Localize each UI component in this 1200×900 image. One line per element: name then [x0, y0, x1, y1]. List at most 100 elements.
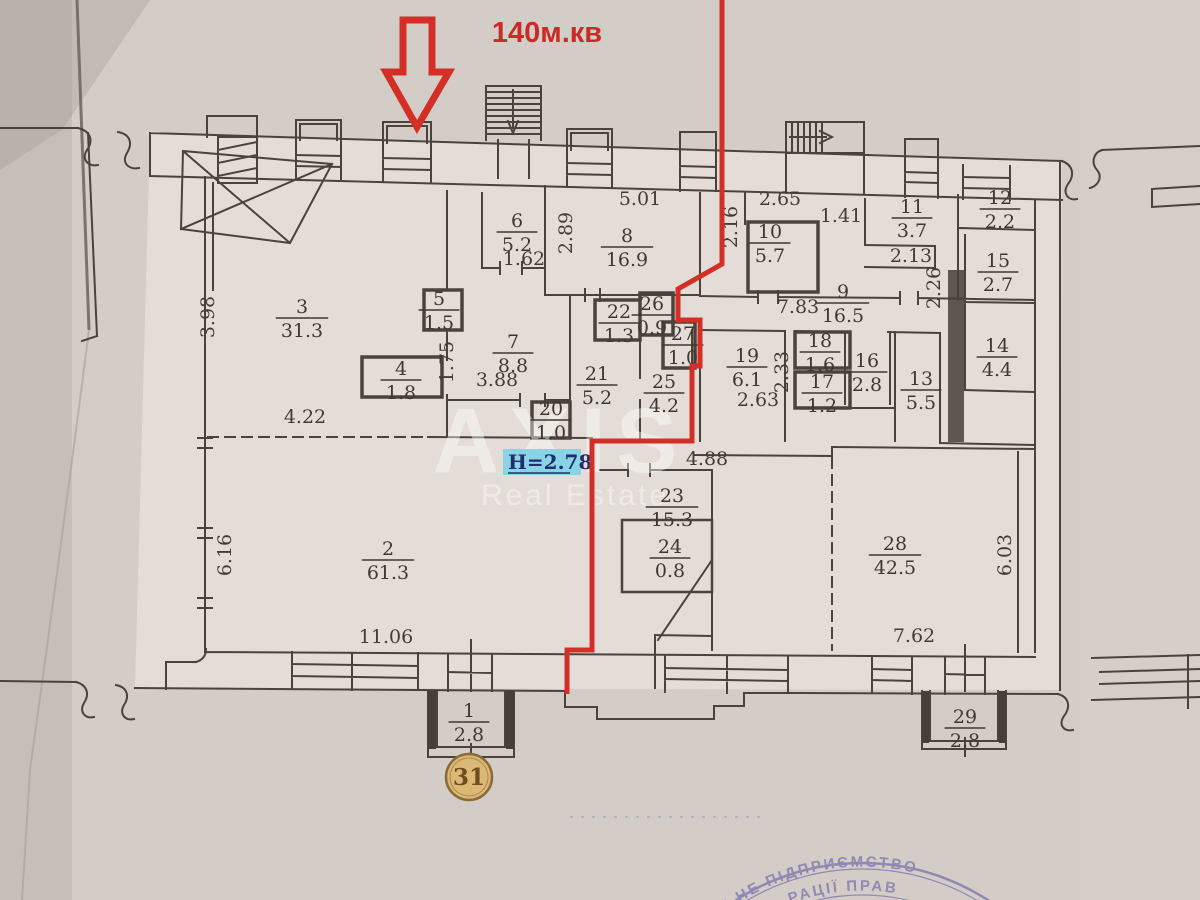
room-number: 27 [671, 323, 695, 345]
room-area: 1.6 [805, 354, 835, 376]
room-area: 42.5 [874, 557, 916, 579]
dimension-label: 1.62 [503, 248, 545, 270]
room-area: 1.8 [386, 382, 416, 404]
room-10-label: 105.7 [749, 221, 791, 267]
room-7-label: 78.8 [492, 331, 534, 377]
room-area: 0.9 [637, 317, 667, 339]
room-number: 9 [837, 281, 849, 303]
stamp-inner-textpath: РАЦІЇ ПРАВ [786, 877, 897, 900]
room-number: 3 [296, 296, 308, 318]
room-number: 17 [810, 371, 834, 393]
room-area: 61.3 [367, 562, 409, 584]
room-area: 6.1 [732, 369, 762, 391]
wall-fill [999, 691, 1006, 743]
height-note: H=2.78 [503, 449, 592, 475]
wall-fill [428, 691, 436, 749]
dimension-label: 4.22 [284, 406, 326, 428]
room-24-label: 240.8 [649, 536, 691, 582]
dimension-label: 2.63 [737, 389, 779, 411]
dimension-label: 2.16 [720, 206, 742, 248]
left-shadow [0, 0, 72, 900]
dimension-label: 6.16 [214, 534, 236, 576]
badge-inner-circle [449, 757, 489, 797]
unit-boundary-redline [564, 0, 725, 694]
room-20-label: 201.0 [530, 398, 572, 444]
room-19-label: 196.1 [726, 345, 768, 391]
dimension-label: 4.88 [686, 448, 728, 470]
room-area: 8.8 [498, 355, 528, 377]
red-annotations: 140м.кв [380, 0, 725, 694]
room-18-label: 181.6 [799, 330, 841, 376]
down-arrow-icon [380, 16, 456, 135]
room-number: 20 [539, 398, 563, 420]
room-number: 18 [808, 330, 832, 352]
height-note-text: H=2.78 [508, 450, 592, 474]
room-number: 13 [909, 368, 933, 390]
room-16-label: 162.8 [846, 350, 888, 396]
stairs-top-icon [485, 85, 542, 179]
dimension-label: 6.03 [994, 534, 1016, 576]
top-wall-windows [206, 115, 1012, 201]
stamp-inner-ring [815, 894, 909, 900]
page-edge-lower [21, 329, 90, 900]
room-number: 14 [985, 335, 1009, 357]
room-9-label: 916.5 [816, 281, 870, 327]
room-22-label: 221.3 [598, 301, 640, 347]
room-number: 16 [855, 350, 879, 372]
room-14-label: 144.4 [976, 335, 1018, 381]
room-25-label: 254.2 [643, 371, 685, 417]
room-number: 6 [511, 210, 523, 232]
room-area: 1.5 [424, 312, 454, 334]
room-21-label: 215.2 [576, 363, 618, 409]
dashed-partitions [207, 436, 833, 651]
room-number: 7 [507, 331, 519, 353]
dimension-label: 2.26 [923, 267, 945, 309]
dimension-label: 3.98 [197, 296, 219, 338]
stairs-right-icon [785, 121, 865, 194]
room-area: 5.2 [582, 387, 612, 409]
room-3-label: 331.3 [275, 296, 329, 342]
room-area: 15.3 [651, 509, 693, 531]
room-2-label: 261.3 [361, 538, 415, 584]
room-area: 1.2 [807, 395, 837, 417]
corner-entry-icon [179, 149, 334, 245]
dimension-label: 1.75 [436, 341, 458, 383]
room-area: 3.7 [897, 220, 927, 242]
room-area: 16.9 [606, 249, 648, 271]
room-number: 26 [640, 293, 664, 315]
wall-fill [922, 691, 929, 743]
dimension-label: 5.01 [619, 188, 661, 210]
room-number: 11 [900, 196, 924, 218]
room-15-label: 152.7 [977, 250, 1019, 296]
unit-badge: 31 [444, 752, 494, 802]
room-area: 2.8 [852, 374, 882, 396]
dimension-label: 11.06 [359, 626, 413, 648]
room-number: 28 [883, 533, 907, 555]
room-1-label: 12.8 [448, 700, 490, 746]
area-label: 140м.кв [492, 17, 602, 49]
room-number: 5 [433, 288, 445, 310]
room-number: 8 [621, 225, 633, 247]
room-number: 1 [463, 700, 475, 722]
dimension-label: 3.88 [476, 369, 518, 391]
room-number: 12 [988, 187, 1012, 209]
watermark-line2: Real Estate [481, 479, 669, 512]
room-number: 23 [660, 485, 684, 507]
stamp-outer-ring2 [746, 868, 978, 900]
room-13-label: 135.5 [900, 368, 942, 414]
neighbor-fragments [0, 126, 1200, 732]
room-number: 2 [382, 538, 394, 560]
dimension-label: 2.13 [890, 245, 932, 267]
wall-fill [506, 691, 514, 749]
room-number: 29 [953, 706, 977, 728]
room-12-label: 122.2 [979, 187, 1021, 233]
solid-wall-fills [428, 270, 1006, 749]
page-edge [75, 0, 91, 331]
right-light [1080, 0, 1200, 900]
